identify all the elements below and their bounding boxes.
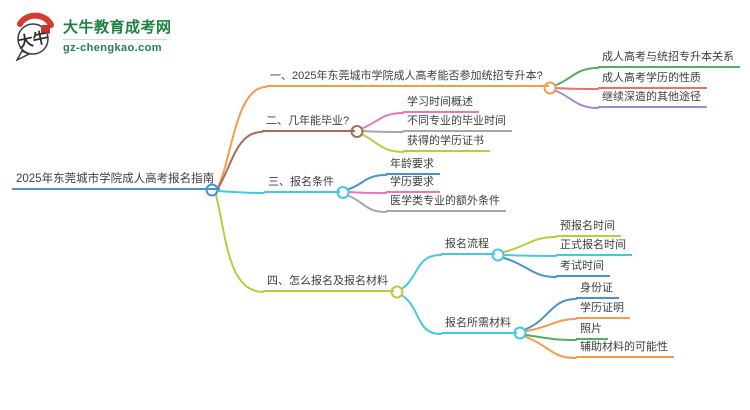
connector-central-branch2 (217, 131, 263, 189)
connector-b2-child2 (362, 130, 404, 133)
node-branch3-child3: 医学类专业的额外条件 (386, 192, 506, 212)
logo-text-block: 大牛教育成考网 gz-chengkao.com (63, 11, 172, 54)
connector-b3-child3 (348, 195, 387, 213)
joint-process (491, 248, 505, 262)
node-materials-child4: 辅助材料的可能性 (576, 338, 674, 358)
node-branch2: 二、几年能毕业? (262, 112, 356, 132)
node-branch2-child2: 不同专业的毕业时间 (403, 112, 512, 132)
logo-seal-text: 大牛 (16, 28, 49, 52)
logo-bubble-tail (15, 50, 31, 61)
node-branch1-child1: 成人高考与统招专升本关系 (598, 48, 740, 68)
connector-materials-child2 (525, 318, 577, 332)
connector-materials-child1 (525, 298, 577, 330)
connector-process-child2 (503, 254, 557, 257)
node-branch1-child2: 成人高考学历的性质 (598, 69, 707, 89)
node-materials-child2: 学历证明 (576, 299, 630, 319)
connector-central-branch4 (215, 194, 264, 293)
logo-speech-bubble (17, 23, 49, 55)
logo-red-crescent (17, 12, 54, 28)
connector-b2-child3 (362, 134, 404, 153)
site-logo[interactable]: 大牛 大牛教育成考网 gz-chengkao.com (12, 11, 172, 61)
connector-b1-child3 (555, 90, 599, 109)
node-process-child2: 正式报名时间 (556, 236, 632, 256)
node-branch2-child3: 获得的学历证书 (403, 132, 490, 152)
node-process-child3: 考试时间 (556, 257, 610, 277)
connector-b1-child1 (555, 67, 599, 86)
connector-process-child3 (503, 257, 557, 278)
connector-b2-child1 (362, 112, 404, 129)
node-process: 报名流程 (441, 235, 495, 255)
connector-central-branch1 (217, 86, 267, 188)
joint-central (205, 183, 219, 197)
joint-branch4 (390, 285, 404, 299)
logo-title: 大牛教育成考网 (63, 19, 172, 36)
logo-red-seal (41, 25, 50, 34)
logo-subtitle: gz-chengkao.com (63, 42, 162, 54)
connector-process-child1 (503, 236, 557, 253)
node-branch2-child1: 学习时间概述 (403, 93, 479, 113)
node-branch1: 一、2025年东莞城市学院成人高考能否参加统招专升本? (266, 67, 549, 87)
ox-logo-icon: 大牛 (15, 12, 54, 61)
node-central: 2025年东莞城市学院成人高考报名指南 (12, 170, 221, 190)
node-branch4: 四、怎么报名及报名材料 (263, 272, 394, 292)
connector-materials-child4 (525, 336, 577, 359)
node-branch3: 三、报名条件 (264, 173, 340, 193)
node-materials-child3: 照片 (576, 320, 608, 340)
node-process-child1: 预报名时间 (556, 217, 621, 237)
connector-b4-materials (402, 295, 442, 335)
connector-central-branch3 (217, 190, 265, 194)
node-materials-child1: 身份证 (576, 279, 619, 299)
connector-b3-child1 (348, 174, 387, 190)
connector-b3-child2 (348, 191, 387, 194)
node-materials: 报名所需材料 (441, 314, 517, 334)
node-branch3-child1: 年龄要求 (386, 155, 440, 175)
logo-divider (63, 39, 167, 40)
connector-b4-process (402, 254, 442, 289)
node-branch1-child3: 继续深造的其他途径 (598, 88, 707, 108)
connector-b1-child2 (555, 87, 599, 90)
connector-materials-child3 (525, 334, 577, 341)
node-branch3-child2: 学历要求 (386, 173, 440, 193)
